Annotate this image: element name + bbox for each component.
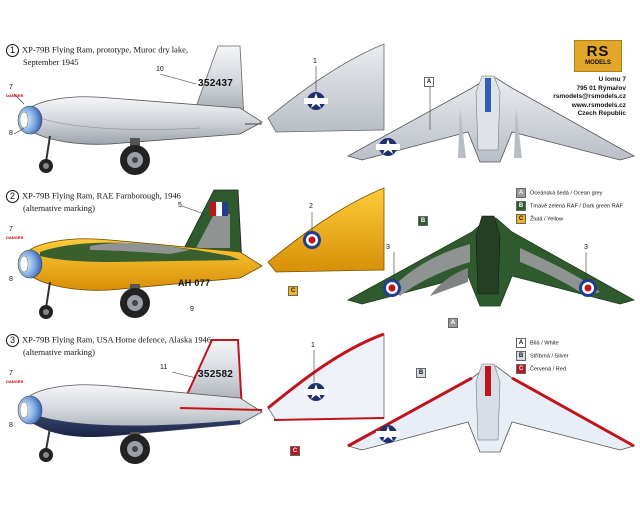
colour-legend-1: A Oceánská šedá / Ocean grey B Tmavě zelen…: [516, 188, 623, 224]
top-view-1: [346, 75, 636, 163]
legend-swatch: B: [516, 351, 526, 361]
caption-1-line2: September 1945: [23, 57, 79, 67]
serial-2: AH 077: [178, 278, 211, 288]
address-line: U lomu 7: [598, 76, 626, 83]
address-line: 795 01 Rýmařov: [576, 84, 626, 92]
danger-label: DANGER: [6, 379, 24, 384]
legend-swatch: C: [516, 364, 526, 374]
wing-panel-3: [267, 332, 385, 421]
callout-9: 9: [190, 306, 194, 313]
legend-swatch: C: [516, 214, 526, 224]
caption-3-line2: (alternative marking): [23, 347, 95, 357]
caption-1-line1: XP-79B Flying Ram, prototype, Muroc dry …: [22, 44, 188, 55]
legend-label: Bílá / White: [530, 340, 559, 347]
legend-label: Tmavě zelená RAF / Dark green RAF: [530, 203, 623, 210]
colour-legend-2: A Bílá / White B Stříbrná / Silver C Červen…: [516, 338, 569, 374]
callout-7: 7: [9, 370, 13, 377]
leader-lines: [13, 66, 587, 382]
legend-label: Žlutá / Yellow: [530, 216, 563, 223]
caption-3-line1: XP-79B Flying Ram, USA Home defence, Ala…: [22, 334, 212, 345]
callout-1: 1: [313, 58, 317, 65]
address-line: Czech Republic: [577, 110, 626, 117]
top-view-3: [346, 363, 636, 453]
callout-8: 8: [9, 422, 13, 429]
legend-label: Stříbrná / Silver: [530, 353, 569, 360]
logo-models-text: MODELS: [585, 60, 611, 66]
legend-label: Oceánská šedá / Ocean grey: [530, 190, 603, 197]
top-view-2: [346, 215, 636, 307]
marker-b: B: [418, 216, 428, 226]
callout-3: 3: [584, 244, 588, 251]
caption-2-line1: XP-79B Flying Ram, RAE Farnborough, 1946: [22, 190, 181, 201]
caption-2-line2: (alternative marking): [23, 203, 95, 213]
side-view-1: [17, 45, 263, 175]
danger-label: DANGER: [6, 235, 24, 240]
marker-a: A: [448, 318, 458, 328]
legend-swatch: A: [516, 338, 526, 348]
wing-panel-2: [267, 187, 385, 273]
marker-c: C: [288, 286, 298, 296]
callout-7: 7: [9, 84, 13, 91]
callout-11: 11: [160, 364, 168, 371]
danger-label: DANGER: [6, 93, 24, 98]
callout-8: 8: [9, 276, 13, 283]
logo-rs-text: RS: [586, 43, 610, 60]
callout-1: 1: [311, 342, 315, 349]
wing-panel-1: [267, 43, 385, 133]
address-block: U lomu 7 795 01 Rýmařov rsmodels@rsmodel…: [548, 76, 626, 119]
callout-10: 10: [156, 66, 164, 73]
address-line: www.rsmodels.cz: [571, 101, 626, 109]
callout-7: 7: [9, 226, 13, 233]
legend-label: Červená / Red: [530, 366, 567, 373]
side-view-2: [17, 189, 263, 319]
callout-2: 2: [309, 203, 313, 210]
serial-1: 352437: [198, 78, 234, 89]
marker-a: A: [424, 77, 434, 87]
serial-3: 352582: [198, 369, 234, 380]
address-line: rsmodels@rsmodels.cz: [553, 93, 626, 100]
marker-c: C: [290, 446, 300, 456]
legend-swatch: B: [516, 201, 526, 211]
rs-models-logo: RS MODELS: [574, 40, 622, 72]
callout-3: 3: [386, 244, 390, 251]
marker-b: B: [416, 368, 426, 378]
side-view-3: [17, 339, 263, 464]
legend-swatch: A: [516, 188, 526, 198]
callout-8: 8: [9, 130, 13, 137]
callout-5: 5: [178, 202, 182, 209]
